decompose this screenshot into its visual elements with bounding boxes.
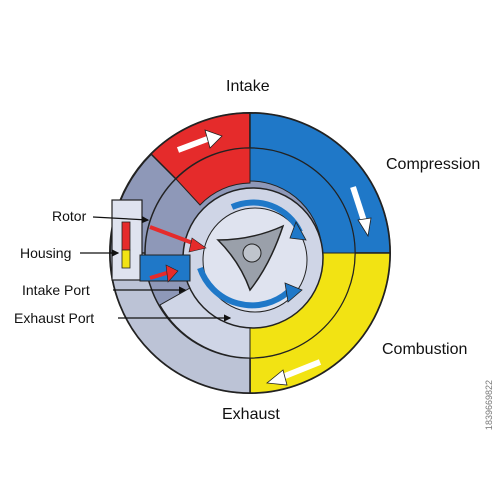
intake-chamber — [175, 147, 251, 206]
intake-label: Intake — [226, 78, 270, 95]
rotor-center — [242, 243, 262, 263]
intake-port-label: Intake Port — [22, 282, 90, 298]
intake-arrow-head — [204, 129, 223, 149]
compression-label: Compression — [386, 156, 481, 173]
rotor-leader — [92, 216, 150, 224]
intake-flow-arrow-1-head — [188, 237, 207, 253]
housing-label: Housing — [20, 245, 72, 261]
compression-arrow-head — [357, 217, 372, 238]
rotation-arrow-top-head — [289, 221, 307, 241]
rotor-label: Rotor — [52, 208, 87, 224]
combustion-arrow-head — [265, 369, 288, 386]
intake-port-yellow-strip — [121, 249, 131, 269]
intake-port-red-strip — [121, 221, 131, 251]
stock-id: 1839669822 — [484, 380, 494, 431]
exhaust-label: Exhaust — [222, 406, 280, 423]
exhaust-port-label: Exhaust Port — [14, 310, 95, 326]
intake-flow-arrow-2-head — [165, 264, 179, 283]
intake-flow-arrow-1 — [149, 225, 199, 247]
intake-port-passage — [139, 254, 191, 282]
compression-arrow — [350, 186, 368, 225]
combustion-arrow — [278, 359, 322, 381]
intake-arrow — [176, 135, 212, 153]
rotation-arrow-bottom — [197, 266, 290, 309]
combustion-label: Combustion — [382, 341, 468, 358]
rotation-arrow-bottom-head — [284, 282, 303, 303]
